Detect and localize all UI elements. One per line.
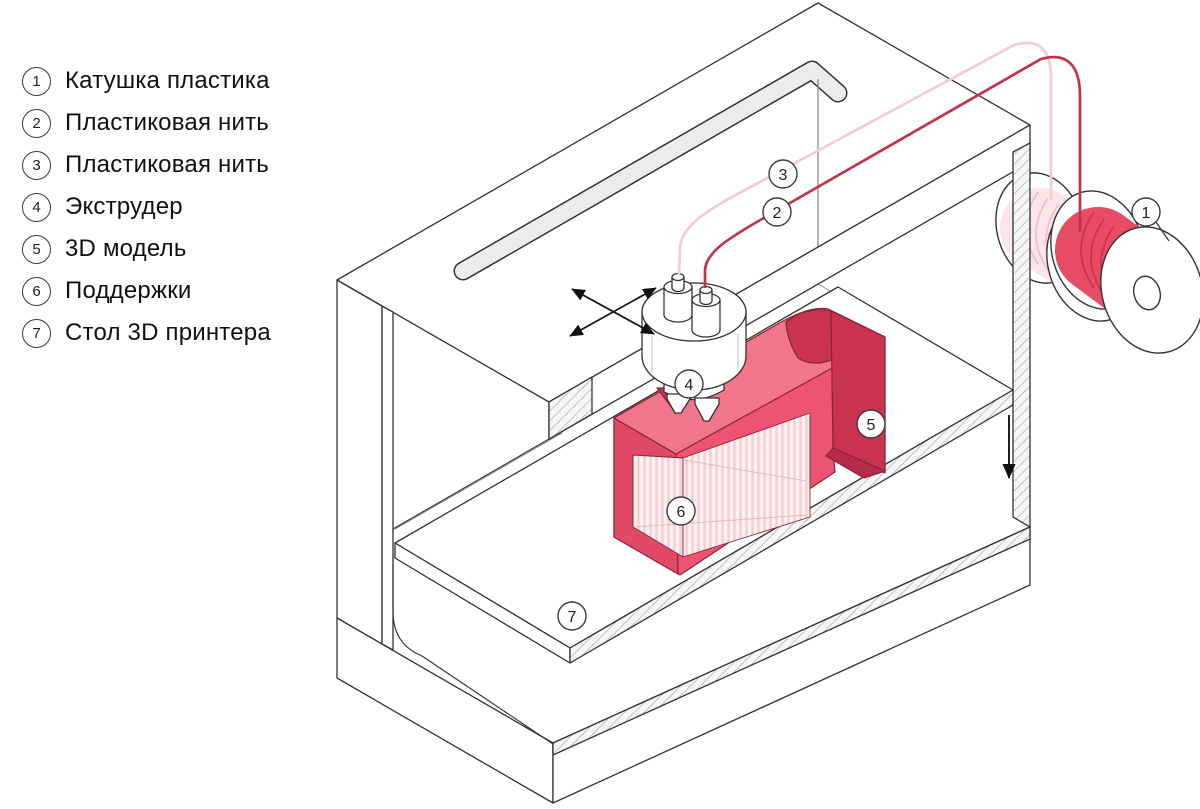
frame-base-hatch-strip xyxy=(552,526,1031,756)
legend-label: Катушка пластика xyxy=(65,67,270,94)
callout-1-leader xyxy=(1155,221,1170,242)
model-arm-underside xyxy=(825,447,886,479)
frame-underside-edge xyxy=(392,438,550,530)
printer-frame xyxy=(336,2,1031,804)
legend-item-7: 7 Стол 3D принтера xyxy=(22,312,271,354)
circled-number-icon: 4 xyxy=(22,192,51,222)
callout-1: 1 xyxy=(1131,197,1161,227)
legend: 1 Катушка пластика 2 Пластиковая нить 3 … xyxy=(22,60,271,354)
svg-text:1: 1 xyxy=(1142,205,1151,222)
filament-red xyxy=(703,55,1082,288)
callout-2: 2 xyxy=(762,197,792,227)
extruder xyxy=(641,272,747,422)
frame-floor-edge xyxy=(394,432,563,530)
legend-label: Пластиковая нить xyxy=(65,151,269,178)
legend-label: Стол 3D принтера xyxy=(65,319,271,346)
svg-text:5: 5 xyxy=(867,417,876,434)
legend-item-6: 6 Поддержки xyxy=(22,270,271,312)
callout-4: 4 xyxy=(674,369,704,399)
nozzle-right xyxy=(694,397,720,422)
frame-slab-end-cap xyxy=(548,376,593,440)
spool-front xyxy=(1050,190,1200,354)
supports-inner-edges xyxy=(633,459,807,528)
legend-item-4: 4 Экструдер xyxy=(22,186,271,228)
frame-left-wall xyxy=(336,279,383,645)
svg-text:4: 4 xyxy=(685,377,694,394)
circled-number-icon: 3 xyxy=(22,150,51,180)
legend-label: Пластиковая нить xyxy=(65,109,269,136)
callout-5: 5 xyxy=(856,409,886,439)
spool-hub-hole xyxy=(1132,275,1162,311)
legend-label: 3D модель xyxy=(65,235,187,262)
legend-item-3: 3 Пластиковая нить xyxy=(22,144,271,186)
filament-inlet-left xyxy=(663,272,693,323)
svg-text:6: 6 xyxy=(677,504,686,521)
gantry-slot xyxy=(453,60,848,281)
frame-left-wall-inner xyxy=(381,305,394,651)
legend-label: Поддержки xyxy=(65,277,192,304)
circled-number-icon: 2 xyxy=(22,108,51,138)
supports-area xyxy=(632,412,811,558)
callout-6: 6 xyxy=(666,496,696,526)
legend-item-5: 5 3D модель xyxy=(22,228,271,270)
svg-text:7: 7 xyxy=(568,609,577,626)
model-arm-right-face xyxy=(830,310,886,472)
callout-3: 3 xyxy=(768,159,798,189)
callout-7: 7 xyxy=(557,601,587,631)
circled-number-icon: 1 xyxy=(22,66,51,96)
callouts: 1 2 3 4 5 6 7 xyxy=(557,159,1170,631)
legend-label: Экструдер xyxy=(65,193,183,220)
svg-text:2: 2 xyxy=(773,205,782,222)
circled-number-icon: 6 xyxy=(22,276,51,306)
xy-motion-arrows xyxy=(569,287,657,337)
frame-base-front-left xyxy=(336,617,554,804)
filament-inlet-right xyxy=(691,285,721,338)
legend-item-1: 1 Катушка пластика xyxy=(22,60,271,102)
frame-right-wall xyxy=(1012,141,1031,529)
extruder-body-seam xyxy=(651,334,739,372)
circled-number-icon: 7 xyxy=(22,318,51,348)
circled-number-icon: 5 xyxy=(22,234,51,264)
frame-interior-groove xyxy=(392,556,554,745)
legend-item-2: 2 Пластиковая нить xyxy=(22,102,271,144)
filament-pale xyxy=(677,41,1053,275)
svg-text:3: 3 xyxy=(779,167,788,184)
